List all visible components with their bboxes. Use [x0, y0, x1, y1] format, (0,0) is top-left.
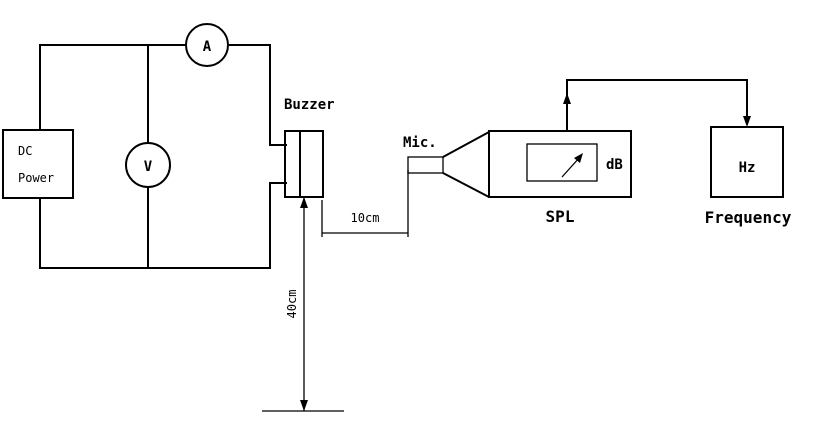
- voltmeter-circle: [125, 142, 171, 188]
- frequency-meter-box: [710, 126, 784, 198]
- frequency-unit-label: Hz: [739, 160, 756, 176]
- mic-label: Mic.: [403, 135, 437, 151]
- signal-arrow-down: [743, 116, 751, 127]
- dc-power-box: [2, 129, 74, 199]
- spl-meter-box: [488, 130, 632, 198]
- frequency-label: Frequency: [705, 208, 792, 227]
- wire-bottom: [39, 182, 287, 269]
- signal-arrow-up: [563, 93, 571, 104]
- spl-meter-needle-head: [574, 153, 583, 163]
- wire-top-right: [229, 44, 287, 146]
- dim-40cm-label: 40cm: [285, 290, 299, 319]
- buzzer-label: Buzzer: [284, 97, 335, 113]
- spl-label: SPL: [546, 207, 575, 226]
- signal-wire: [566, 79, 748, 131]
- ammeter-circle: [185, 23, 229, 67]
- ammeter-label: A: [203, 39, 212, 55]
- buzzer-body: [284, 130, 324, 198]
- dim-10cm-label: 10cm: [351, 211, 380, 225]
- mic-body: [407, 156, 444, 174]
- wire-top-left: [39, 44, 186, 130]
- dc-power-label-line1: DC: [18, 144, 32, 158]
- voltmeter-label: V: [144, 159, 153, 175]
- spl-unit-label: dB: [606, 157, 623, 173]
- dc-power-label-line2: Power: [18, 171, 54, 185]
- dim-40cm-arrow-bottom: [300, 400, 308, 411]
- dim-40cm-arrow-top: [300, 197, 308, 208]
- spl-meter-display: [526, 143, 598, 182]
- mic-cone-top: [442, 131, 490, 158]
- mic-cone-bottom: [442, 172, 490, 198]
